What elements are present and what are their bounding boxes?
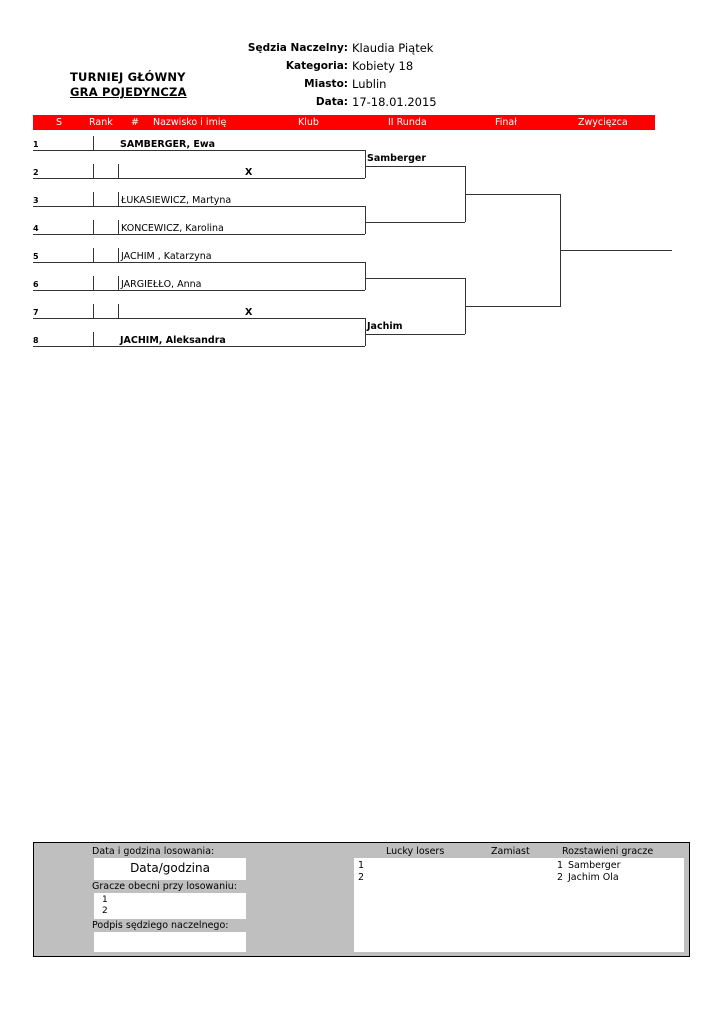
round2-line-3 [365,278,465,279]
round1-line-3 [33,206,365,207]
seeded-index-2: 2 [557,872,564,883]
meta-value-city: Lublin [352,77,387,91]
seeded-name-1: Samberger [568,860,621,871]
instead-header: Zamiast [491,846,530,857]
player-name-5[interactable]: JACHIM , Katarzyna [121,251,212,262]
round1-line-8 [33,346,365,347]
meta-label-city: Miasto: [304,78,348,90]
lucky-losers-box[interactable]: 1 2 1 Samberger 2 Jachim Ola [354,858,684,952]
meta-value-referee: Klaudia Piątek [352,41,434,55]
bye-mark-2: X [245,167,253,178]
column-header-winner: Zwycięzca [578,117,628,128]
meta-row-category: Kategoria: Kobiety 18 [150,58,550,74]
title-line-1: TURNIEJ GŁÓWNY [70,70,186,84]
signature-field[interactable] [94,932,246,952]
lucky-loser-index-1: 1 [358,860,365,871]
players-present-row-2: 2 [102,906,108,916]
players-present-field[interactable]: 1 2 [94,893,246,919]
rank-tick-7 [93,304,94,319]
lucky-losers-header: Lucky losers [386,846,445,857]
rank-tick-1 [93,136,94,151]
seed-number-7: 7 [33,308,39,317]
players-present-label: Gracze obecni przy losowaniu: [92,881,238,892]
bottom-panel: Data i godzina losowania: Data/godzina G… [33,842,690,957]
seed-number-4: 4 [33,224,39,233]
player-name-6[interactable]: JARGIEŁŁO, Anna [121,279,202,290]
round2-line-1 [365,166,465,167]
rank-tick-6 [93,276,94,291]
round1-line-6 [33,290,365,291]
name-tick-7 [118,304,119,319]
rank-tick-8 [93,332,94,347]
seed-number-6: 6 [33,280,39,289]
seed-number-3: 3 [33,196,39,205]
name-tick-5 [118,248,119,263]
winner-line [560,250,672,251]
title-line-2: GRA POJEDYNCZA [70,85,187,99]
column-header-rank: Rank [89,117,113,128]
column-header-s: S [56,117,63,128]
seeded-name-2: Jachim Ola [568,872,619,883]
column-header-bar: S Rank # Nazwisko i imię Klub II Runda F… [33,115,655,130]
meta-value-date: 17-18.01.2015 [352,95,437,109]
seed-number-1: 1 [33,140,39,149]
meta-label-date: Data: [315,96,348,108]
rank-tick-2 [93,164,94,179]
player-name-1[interactable]: SAMBERGER, Ewa [120,139,216,150]
rank-tick-3 [93,192,94,207]
seed-number-2: 2 [33,168,39,177]
seeded-players-header: Rozstawieni gracze [562,846,654,857]
meta-row-referee: Sędzia Naczelny: Klaudia Piątek [150,40,550,56]
rank-tick-5 [93,248,94,263]
player-name-8[interactable]: JACHIM, Aleksandra [120,335,226,346]
column-header-round2: II Runda [388,117,427,128]
round1-line-4 [33,234,365,235]
name-tick-3 [118,192,119,207]
bye-mark-7: X [245,307,253,318]
draw-datetime-value: Data/godzina [130,861,210,875]
column-header-name: Nazwisko i imię [153,117,227,128]
rank-tick-4 [93,220,94,235]
player-name-3[interactable]: ŁUKASIEWICZ, Martyna [121,195,232,206]
name-tick-6 [118,276,119,291]
seeded-index-1: 1 [557,860,564,871]
connector-pair-5-6 [365,262,366,290]
player-name-4[interactable]: KONCEWICZ, Karolina [121,223,224,234]
round2-name-4[interactable]: Jachim [367,321,403,332]
lucky-loser-index-2: 2 [358,872,365,883]
round2-line-4 [365,334,465,335]
meta-label-referee: Sędzia Naczelny: [247,42,348,54]
tournament-title: TURNIEJ GŁÓWNY GRA POJEDYNCZA [70,70,187,100]
meta-row-city: Miasto: Lublin [150,76,550,92]
round2-line-2 [365,222,465,223]
round1-line-5 [33,262,365,263]
meta-label-category: Kategoria: [285,60,348,72]
draw-datetime-label: Data i godzina losowania: [92,846,215,857]
column-header-final: Finał [495,117,517,128]
final-line-bottom [465,306,561,307]
meta-row-date: Data: 17-18.01.2015 [150,94,550,110]
connector-pair-7-8 [365,318,366,346]
meta-value-category: Kobiety 18 [352,59,414,73]
column-header-club: Klub [298,117,319,128]
signature-label: Podpis sędziego naczelnego: [92,920,229,931]
connector-pair-1-2 [365,150,366,178]
bracket: 1 SAMBERGER, Ewa 2 X 3 ŁUKASIEWICZ, Mart… [0,0,725,420]
round1-line-2 [33,178,365,179]
final-line-top [465,194,561,195]
players-present-row-1: 1 [102,895,108,905]
draw-datetime-field[interactable]: Data/godzina [94,858,246,880]
round1-line-1 [33,150,365,151]
name-tick-4 [118,220,119,235]
name-tick-2 [118,164,119,179]
round2-name-1[interactable]: Samberger [367,153,427,164]
column-header-number: # [131,117,139,128]
connector-pair-3-4 [365,206,366,234]
seed-number-5: 5 [33,252,39,261]
round1-line-7 [33,318,365,319]
tournament-meta: Sędzia Naczelny: Klaudia Piątek Kategori… [150,40,550,112]
seed-number-8: 8 [33,336,39,345]
